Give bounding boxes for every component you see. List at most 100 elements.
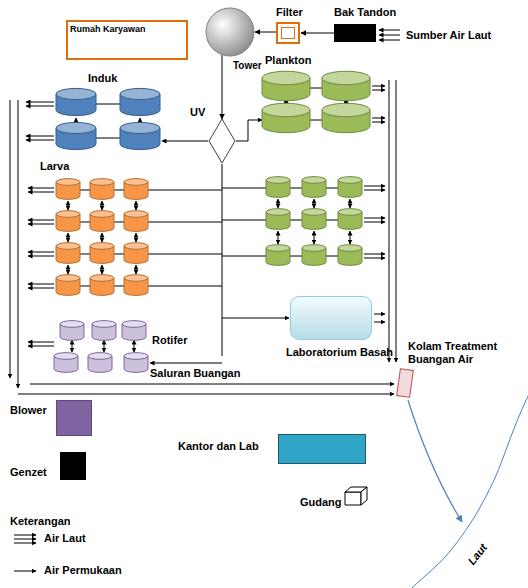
tank-link [96,104,120,105]
larva-tank [124,243,148,264]
outflow-arrow [364,222,385,223]
tank-link [102,201,103,210]
node-shape [276,22,300,44]
supply-line [222,164,223,356]
larva-tank [124,275,148,296]
treatment-pond: Kolam Treatment Buangan Air [398,340,518,398]
outflow-arrow [374,314,385,315]
supply-line [162,141,208,142]
node-label: Bak Tandon [334,6,396,19]
node-label: Tower [233,59,262,72]
drain-channel [18,394,394,395]
larva-tank [56,179,80,200]
outflow-arrow [26,140,54,141]
rotifer-tank [88,353,112,373]
tank-link [350,199,351,208]
plankton-tank [302,177,326,198]
plankton-tank [266,245,290,266]
area-label: Sumber Air Laut [406,29,491,42]
tank-link [350,231,351,244]
area-label: Rotifer [152,334,187,347]
plankton-tank [266,177,290,198]
tank-link [310,88,322,89]
node-shape [278,434,366,464]
rotifer-tank [92,321,116,341]
outflow-arrow [28,342,54,343]
tank-link [104,340,105,352]
building-box: Rumah Karyawan [66,20,188,60]
drain-line [18,100,19,388]
outflow-arrow [28,346,54,347]
outflow-arrow [26,136,54,137]
node-shape [205,7,255,57]
node-label: UV [190,106,205,119]
outflow-arrow [372,90,385,91]
larva-tank [124,179,148,200]
outflow-arrow [26,102,54,103]
broodstock-tank [56,88,96,115]
legend-text: Air Permukaan [44,564,122,577]
outflow-arrow [28,288,54,289]
flow-arrow [301,33,334,34]
plankton-tank [322,71,370,100]
node-shape [290,296,372,340]
tank-link [68,201,69,210]
legend-sample [14,543,36,544]
sea-label: Laut [465,541,490,567]
legend-sample [14,535,36,536]
node-shape [334,24,376,42]
tank-link [134,340,135,352]
generator-box: Genzet [10,462,86,480]
office-box: Kantor dan Lab [178,434,366,464]
plankton-tank [266,209,290,230]
node-label: Genzet [10,466,47,479]
broodstock-tank [56,122,96,149]
larva-tank [56,243,80,264]
intake-arrow [379,30,400,31]
flow-arrow [255,32,276,33]
supply-line [236,120,262,141]
rotifer-tank [54,353,78,373]
uv-diamond: UV [190,106,236,164]
plankton-tank [338,209,362,230]
tank-link [68,233,69,242]
larva-tank [56,275,80,296]
node-label: Rumah Karyawan [70,23,146,36]
area-label: Induk [88,72,117,85]
node-label: Kantor dan Lab [178,440,259,453]
outflow-arrow [364,254,385,255]
filter-inner [281,27,295,39]
warehouse-cube: Gudang [300,490,368,509]
drain-channel [30,384,394,385]
outflow-arrow [28,220,54,221]
node-label: Laboratorium Basah [286,346,393,359]
water-tower: Tower [205,7,262,72]
plankton-tank [322,103,370,132]
outflow-arrow [372,122,385,123]
tank-link [136,265,137,274]
rotifer-tank [122,321,146,341]
outflow-arrow [364,258,385,259]
filter-box: Filter [276,6,303,44]
tank-link [96,138,120,139]
node-shape [60,452,86,480]
larva-tank [124,211,148,232]
plankton-tank [262,71,310,100]
plankton-tank [338,245,362,266]
tank-link [136,201,137,210]
broodstock-tank [120,88,160,115]
plankton-tank [302,209,326,230]
plankton-tank [338,177,362,198]
area-label: Saluran Buangan [150,367,240,380]
larva-tank [90,179,114,200]
tank-link [136,233,137,242]
drain-line [10,100,11,378]
blower-box: Blower [10,404,92,436]
larva-tank [90,243,114,264]
node-shape [396,368,414,398]
tank-link [278,231,279,244]
outflow-arrow [364,218,385,219]
outflow-arrow [372,118,385,119]
